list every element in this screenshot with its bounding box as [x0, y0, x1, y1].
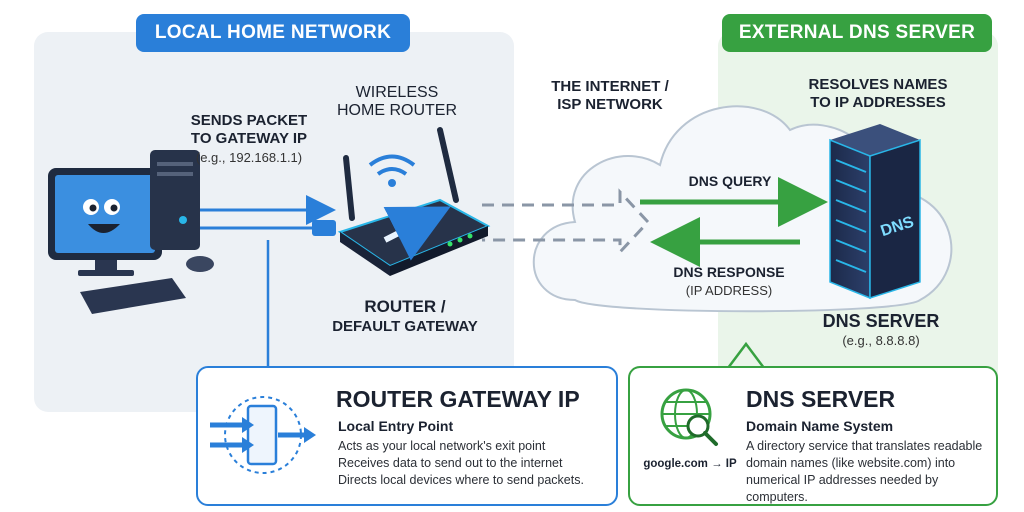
local-network-header: LOCAL HOME NETWORK: [136, 14, 410, 52]
default-gateway-label: DEFAULT GATEWAY: [332, 318, 478, 335]
dns-response-label: DNS RESPONSE: [673, 264, 785, 280]
gateway-card-subtitle: Local Entry Point: [338, 418, 454, 434]
router-label: ROUTER /: [364, 297, 446, 316]
wireless-router-label: WIRELESS HOME ROUTER: [337, 84, 457, 119]
gateway-card-title: ROUTER GATEWAY IP: [336, 386, 580, 412]
internet-label: THE INTERNET / ISP NETWORK: [551, 78, 669, 113]
router-gateway-card: ROUTER GATEWAY IP Local Entry Point Acts…: [196, 366, 618, 506]
ethernet-connection: [200, 195, 336, 368]
router-to-internet-arrow: [482, 188, 651, 256]
router-illustration: [337, 127, 491, 276]
dns-response-sub: (IP ADDRESS): [685, 283, 773, 298]
gateway-card-description: Acts as your local network's exit point …: [338, 439, 584, 487]
dns-card-description: A directory service that translates read…: [746, 439, 983, 504]
dns-server-illustration: DNS: [829, 124, 921, 300]
dns-server-label: DNS SERVER: [822, 311, 940, 331]
sends-packet-label: SENDS PACKET TO GATEWAY IP: [190, 112, 308, 147]
dns-server-example: (e.g., 8.8.8.8): [842, 333, 920, 348]
dns-query-label: DNS QUERY: [688, 173, 772, 189]
gateway-icon: [210, 396, 316, 474]
dns-card-pointer: [725, 341, 767, 370]
dns-card-subtitle: Domain Name System: [746, 418, 894, 434]
resolves-names-label: RESOLVES NAMES TO IP ADDRESSES: [808, 76, 948, 111]
computer-illustration: [48, 150, 214, 314]
external-dns-header: EXTERNAL DNS SERVER: [722, 14, 992, 52]
dns-card-title: DNS SERVER: [746, 386, 896, 412]
globe-search-icon: [660, 388, 718, 446]
dns-icon-caption: google.com → IP: [643, 458, 737, 470]
gateway-ip-example: (e.g., 192.168.1.1): [195, 150, 303, 165]
dns-server-card: google.com → IP DNS SERVER Domain Name S…: [628, 366, 998, 506]
